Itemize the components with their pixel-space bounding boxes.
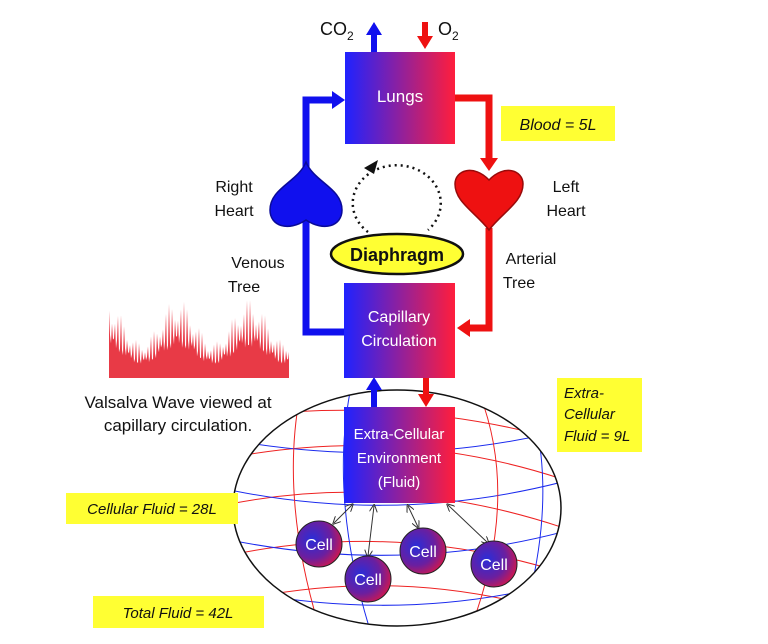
ecf-box-label-3: (Fluid) bbox=[378, 474, 421, 491]
ecf-box-label-2: Environment bbox=[357, 450, 442, 467]
total-fluid-label: Total Fluid = 42L bbox=[123, 605, 234, 622]
diaphragm-label: Diaphragm bbox=[350, 245, 444, 265]
right-heart-icon bbox=[269, 159, 343, 228]
valsalva-label-1: Valsalva Wave viewed at bbox=[84, 393, 271, 412]
blood-volume-label: Blood = 5L bbox=[520, 117, 597, 134]
ecf-volume-label-3: Fluid = 9L bbox=[564, 428, 630, 445]
lungs-label: Lungs bbox=[377, 87, 423, 106]
gas-exchange: CO2 O2 bbox=[320, 19, 459, 52]
left-heart-label-1: Left bbox=[553, 179, 580, 196]
ecf-volume-badge: Extra- Cellular Fluid = 9L bbox=[557, 378, 642, 452]
o2-in-arrow bbox=[417, 36, 433, 49]
cell: Cell bbox=[399, 527, 447, 575]
valsalva-wave bbox=[109, 300, 289, 378]
venous-arrow-head bbox=[332, 91, 345, 109]
diaphragm-cycle: Diaphragm bbox=[329, 160, 465, 276]
blood-volume-badge: Blood = 5L bbox=[501, 106, 615, 141]
lungs-box: Lungs bbox=[345, 52, 455, 144]
capillary-label-1: Capillary bbox=[368, 309, 430, 326]
cellular-fluid-badge: Cellular Fluid = 28L bbox=[66, 493, 238, 524]
co2-out-arrow bbox=[366, 22, 382, 35]
valsalva-label-2: capillary circulation. bbox=[104, 416, 252, 435]
total-fluid-badge: Total Fluid = 42L bbox=[93, 596, 264, 628]
left-heart-icon bbox=[454, 169, 524, 232]
arterial-tree-label-1: Arterial bbox=[506, 251, 557, 268]
pulmonary-vein-arrow-head bbox=[480, 158, 498, 171]
capillary-label-2: Circulation bbox=[361, 333, 437, 350]
pulmonary-vein bbox=[454, 94, 493, 158]
breathing-cycle-arrow-head bbox=[364, 160, 378, 174]
cell-exchange-arrows bbox=[334, 505, 488, 556]
cell-label: Cell bbox=[305, 537, 333, 554]
ecf-box-label-1: Extra-Cellular bbox=[354, 426, 445, 443]
right-heart-label-2: Heart bbox=[214, 203, 254, 220]
extracellular-environment-box: Extra-Cellular Environment (Fluid) bbox=[344, 407, 455, 503]
cell: Cell bbox=[470, 540, 518, 588]
cell-label: Cell bbox=[409, 544, 437, 561]
venous-tree-label-2: Tree bbox=[228, 279, 260, 296]
cellular-fluid-label: Cellular Fluid = 28L bbox=[87, 501, 217, 518]
co2-label: CO2 bbox=[320, 19, 354, 43]
left-heart-label-2: Heart bbox=[546, 203, 586, 220]
breathing-cycle-arrow bbox=[351, 164, 442, 234]
arterial-arrow-head bbox=[457, 319, 470, 337]
ecf-volume-label-1: Extra- bbox=[564, 385, 604, 402]
cell-label: Cell bbox=[480, 557, 508, 574]
cell-label: Cell bbox=[354, 572, 382, 589]
arterial-vessel bbox=[470, 228, 493, 332]
venous-tree-label-1: Venous bbox=[231, 255, 284, 272]
right-heart-label-1: Right bbox=[215, 179, 253, 196]
cell: Cell bbox=[344, 555, 392, 603]
ecf-volume-label-2: Cellular bbox=[564, 406, 616, 423]
o2-label: O2 bbox=[438, 19, 459, 43]
diaphragm-ellipse bbox=[329, 232, 465, 276]
capillary-circulation-box: Capillary Circulation bbox=[344, 283, 455, 378]
cell: Cell bbox=[295, 520, 343, 568]
capillary-supply-arrow bbox=[418, 394, 434, 407]
arterial-tree-label-2: Tree bbox=[503, 275, 535, 292]
capillary-return-arrow bbox=[366, 377, 382, 390]
